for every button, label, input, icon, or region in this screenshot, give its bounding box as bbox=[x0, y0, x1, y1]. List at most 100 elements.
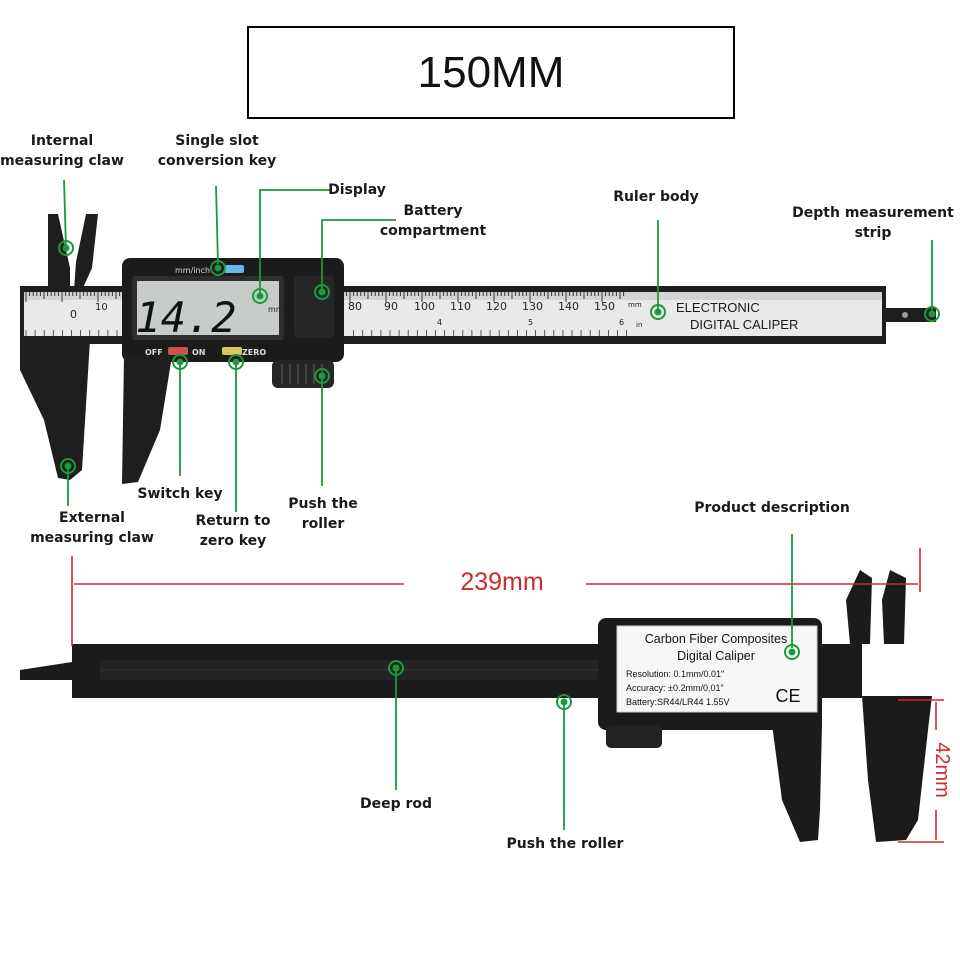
leader-marker-ring bbox=[650, 304, 666, 320]
leader-marker-dot bbox=[214, 264, 222, 272]
leader-marker-ring bbox=[556, 694, 572, 710]
on-label: ON bbox=[192, 348, 206, 357]
off-on-key bbox=[168, 347, 188, 355]
brand-line2: DIGITAL CALIPER bbox=[690, 317, 798, 332]
zero-label: ZERO bbox=[242, 348, 266, 357]
label-ruler-body-1: Ruler body bbox=[613, 189, 699, 205]
inch-6: 6 bbox=[619, 318, 624, 327]
scale-0: 0 bbox=[70, 308, 77, 321]
battery-cover bbox=[294, 276, 334, 338]
leader-marker-ring bbox=[784, 644, 800, 660]
leader-marker-dot bbox=[256, 292, 264, 300]
leader-marker-ring bbox=[314, 284, 330, 300]
label-return-zero-2: zero key bbox=[199, 533, 267, 549]
label-product-desc: Product description bbox=[690, 498, 854, 518]
scale-ticks bbox=[25, 292, 625, 302]
ce-mark: CE bbox=[775, 686, 800, 706]
scale-unit-mm: mm bbox=[628, 301, 642, 309]
label-return-zero: Return to zero key bbox=[188, 511, 278, 551]
label-push-roller-top-1: Push the bbox=[288, 496, 358, 512]
leader-marker-ring bbox=[924, 306, 940, 322]
label-external-claw-2: measuring claw bbox=[30, 530, 154, 546]
product-label bbox=[616, 625, 818, 713]
scale-unit-in: in bbox=[636, 321, 642, 329]
height-value: 42mm bbox=[931, 742, 953, 798]
leader-lines bbox=[63, 179, 933, 830]
label-return-zero-1: Return to bbox=[195, 513, 271, 529]
label-depth-strip-1: Depth measurement bbox=[792, 205, 954, 221]
label-single-slot-2: conversion key bbox=[157, 153, 277, 169]
bottom-moving-jaw bbox=[772, 724, 822, 842]
label-push-roller-top: Push the roller bbox=[282, 494, 364, 534]
label-ruler-body: Ruler body bbox=[604, 187, 708, 207]
fixed-jaw-top2 bbox=[74, 214, 98, 290]
label-battery: Battery compartment bbox=[376, 201, 490, 241]
leader-marker-ring bbox=[252, 288, 268, 304]
bottom-fixed-jaw-bottom bbox=[862, 696, 932, 842]
label-internal-claw-2: measuring claw bbox=[0, 153, 124, 169]
fixed-jaw-top bbox=[48, 214, 70, 290]
leader-marker-ring bbox=[314, 368, 330, 384]
scale-100: 100 bbox=[414, 300, 435, 313]
inch-4: 4 bbox=[437, 318, 442, 327]
height-dimension bbox=[898, 699, 944, 843]
deep-rod-tip bbox=[20, 662, 72, 680]
off-label: OFF bbox=[145, 348, 163, 357]
label-single-slot-1: Single slot bbox=[175, 133, 259, 149]
lcd-unit: mm bbox=[268, 305, 284, 314]
moving-jaw bbox=[122, 356, 172, 484]
label-depth-strip: Depth measurement strip bbox=[790, 203, 956, 243]
desc-battery: Battery:SR44/LR44 1.55V bbox=[626, 697, 730, 707]
leader-marker-ring bbox=[210, 260, 226, 276]
unit-key bbox=[224, 265, 244, 273]
inch-ticks bbox=[25, 330, 627, 336]
leader-marker-dot bbox=[788, 648, 796, 656]
leader-marker-ring bbox=[58, 240, 74, 256]
leader-marker-dot bbox=[392, 664, 400, 672]
leader-marker-dot bbox=[62, 244, 70, 252]
label-switch-key: Switch key bbox=[134, 484, 226, 504]
label-single-slot: Single slot conversion key bbox=[156, 131, 278, 171]
title-box: 150MM bbox=[247, 26, 735, 119]
leader-markers bbox=[58, 240, 940, 710]
scale-80: 80 bbox=[348, 300, 362, 313]
desc-accuracy: Accuracy: ±0.2mm/0.01" bbox=[626, 683, 724, 693]
leader-marker-ring bbox=[60, 458, 76, 474]
label-push-roller-bottom: Push the roller bbox=[500, 834, 630, 854]
label-depth-strip-2: strip bbox=[854, 225, 892, 241]
leader-marker-dot bbox=[64, 462, 72, 470]
depth-strip bbox=[884, 308, 936, 322]
label-deep-rod: Deep rod bbox=[352, 794, 440, 814]
fixed-jaw-bottom bbox=[20, 340, 90, 480]
label-battery-1: Battery bbox=[403, 203, 463, 219]
leader-marker-ring bbox=[228, 354, 244, 370]
desc-resolution: Resolution: 0.1mm/0.01" bbox=[626, 669, 724, 679]
label-battery-2: compartment bbox=[379, 223, 487, 239]
leader-marker-dot bbox=[318, 372, 326, 380]
label-switch-key-1: Switch key bbox=[137, 486, 223, 502]
bottom-fixed-jaw-top2 bbox=[882, 570, 906, 644]
inch-5: 5 bbox=[528, 318, 533, 327]
scale-110: 110 bbox=[450, 300, 471, 313]
unit-key-label: mm/inch bbox=[175, 266, 210, 275]
lcd-reading: 14.2 bbox=[135, 293, 236, 342]
label-external-claw-1: External bbox=[59, 510, 125, 526]
scale-120: 120 bbox=[486, 300, 507, 313]
desc-title1: Carbon Fiber Composites bbox=[645, 632, 787, 646]
leader-marker-dot bbox=[560, 698, 568, 706]
leader-marker-ring bbox=[172, 354, 188, 370]
bottom-roller bbox=[606, 726, 662, 748]
brand-line1: ELECTRONIC bbox=[676, 300, 760, 315]
scale-150: 150 bbox=[594, 300, 615, 313]
leader-marker-dot bbox=[318, 288, 326, 296]
label-internal-claw-1: Internal bbox=[30, 133, 94, 149]
leader-marker-ring bbox=[388, 660, 404, 676]
bottom-fixed-jaw-top bbox=[846, 570, 872, 644]
leader-marker-dot bbox=[654, 308, 662, 316]
label-display: Display bbox=[322, 180, 392, 200]
scale-10: 10 bbox=[95, 302, 108, 313]
length-dimension bbox=[71, 548, 921, 646]
scale-90: 90 bbox=[384, 300, 398, 313]
zero-key bbox=[222, 347, 242, 355]
